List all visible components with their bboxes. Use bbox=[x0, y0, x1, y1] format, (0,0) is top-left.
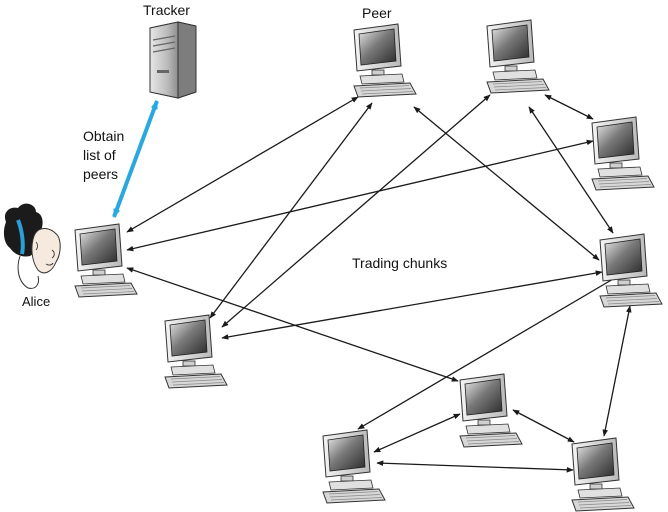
link-peer-top-peer-left bbox=[209, 102, 373, 319]
link-peer-top-peer-right2 bbox=[413, 106, 600, 261]
peer-bottom-mid-computer-icon bbox=[459, 373, 523, 448]
alice-avatar-icon bbox=[3, 203, 61, 289]
link-bottom-mid-bottom-left bbox=[373, 413, 461, 453]
obtain-label-line-2: list of bbox=[83, 147, 116, 163]
peer-links bbox=[112, 94, 632, 473]
obtain-label-line-3: peers bbox=[83, 166, 118, 182]
peer-left-computer-icon bbox=[164, 314, 228, 389]
link-peer-right2-peer-bottom-right bbox=[602, 305, 632, 437]
peer-label: Peer bbox=[362, 5, 392, 21]
link-alice-peer-right1 bbox=[126, 139, 594, 252]
peer-top-computer-icon bbox=[353, 23, 417, 98]
link-peer-topright-peer-right1 bbox=[544, 94, 594, 120]
link-peer-topright-peer-right2 bbox=[528, 106, 614, 234]
peer-bottom-left-computer-icon bbox=[322, 429, 386, 504]
peer-right2-computer-icon bbox=[599, 233, 663, 308]
link-peer-left-peer-right2 bbox=[221, 270, 603, 340]
obtain-label-line-1: Obtain bbox=[83, 128, 124, 144]
link-alice-peer-top bbox=[126, 96, 359, 233]
server-tower-icon bbox=[149, 21, 197, 99]
peer-right1-computer-icon bbox=[591, 116, 655, 191]
alice-computer-icon bbox=[74, 223, 138, 298]
link-bottom-left-bottom-right bbox=[376, 460, 574, 473]
link-bottom-mid-bottom-right bbox=[512, 409, 575, 443]
link-peer-right2-peer-bottom-left bbox=[357, 271, 626, 430]
peer-top-right-computer-icon bbox=[486, 19, 550, 94]
link-peer-topright-peer-left bbox=[221, 94, 491, 328]
trading-chunks-label: Trading chunks bbox=[352, 255, 447, 271]
peer-bottom-right-computer-icon bbox=[571, 437, 635, 512]
tracker-link bbox=[112, 100, 159, 218]
tracker-label: Tracker bbox=[143, 2, 190, 18]
alice-label: Alice bbox=[22, 294, 50, 309]
